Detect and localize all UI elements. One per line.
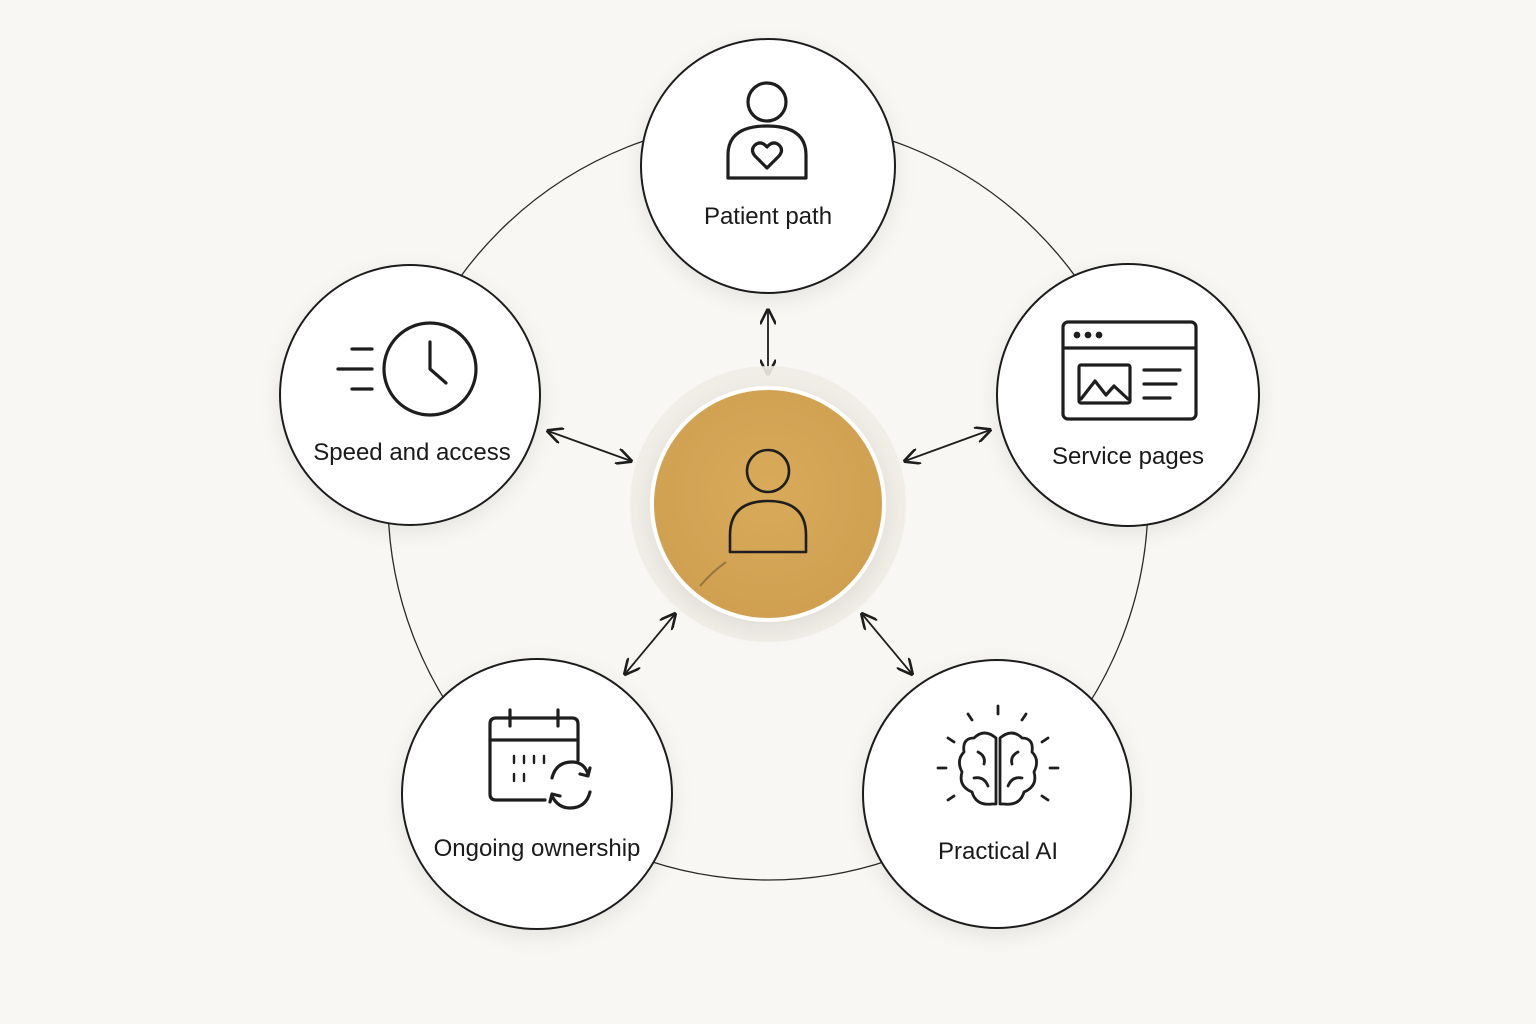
central-hub xyxy=(630,366,906,642)
node-service-pages: Service pages xyxy=(996,263,1260,527)
patient-heart-icon xyxy=(726,81,808,180)
arrow-speed-access xyxy=(548,431,631,461)
node-label-ongoing-ownership: Ongoing ownership xyxy=(434,835,641,862)
fast-clock-icon xyxy=(336,321,478,417)
node-label-speed-access: Speed and access xyxy=(313,439,510,466)
arrow-service-pages xyxy=(905,430,990,461)
node-label-patient-path: Patient path xyxy=(704,203,832,230)
connector-arrows xyxy=(548,310,990,674)
brain-icon xyxy=(936,704,1060,806)
node-label-practical-ai: Practical AI xyxy=(938,838,1058,865)
node-speed-access: Speed and access xyxy=(279,264,541,526)
calendar-refresh-icon xyxy=(488,708,592,810)
arrow-ongoing-ownership xyxy=(625,614,675,674)
browser-window-icon xyxy=(1061,320,1198,421)
node-patient-path: Patient path xyxy=(640,38,896,294)
arrow-practical-ai xyxy=(862,614,912,674)
node-ongoing-ownership: Ongoing ownership xyxy=(401,658,673,930)
node-label-service-pages: Service pages xyxy=(1052,443,1204,470)
node-practical-ai: Practical AI xyxy=(862,659,1132,929)
person-icon xyxy=(728,448,808,554)
